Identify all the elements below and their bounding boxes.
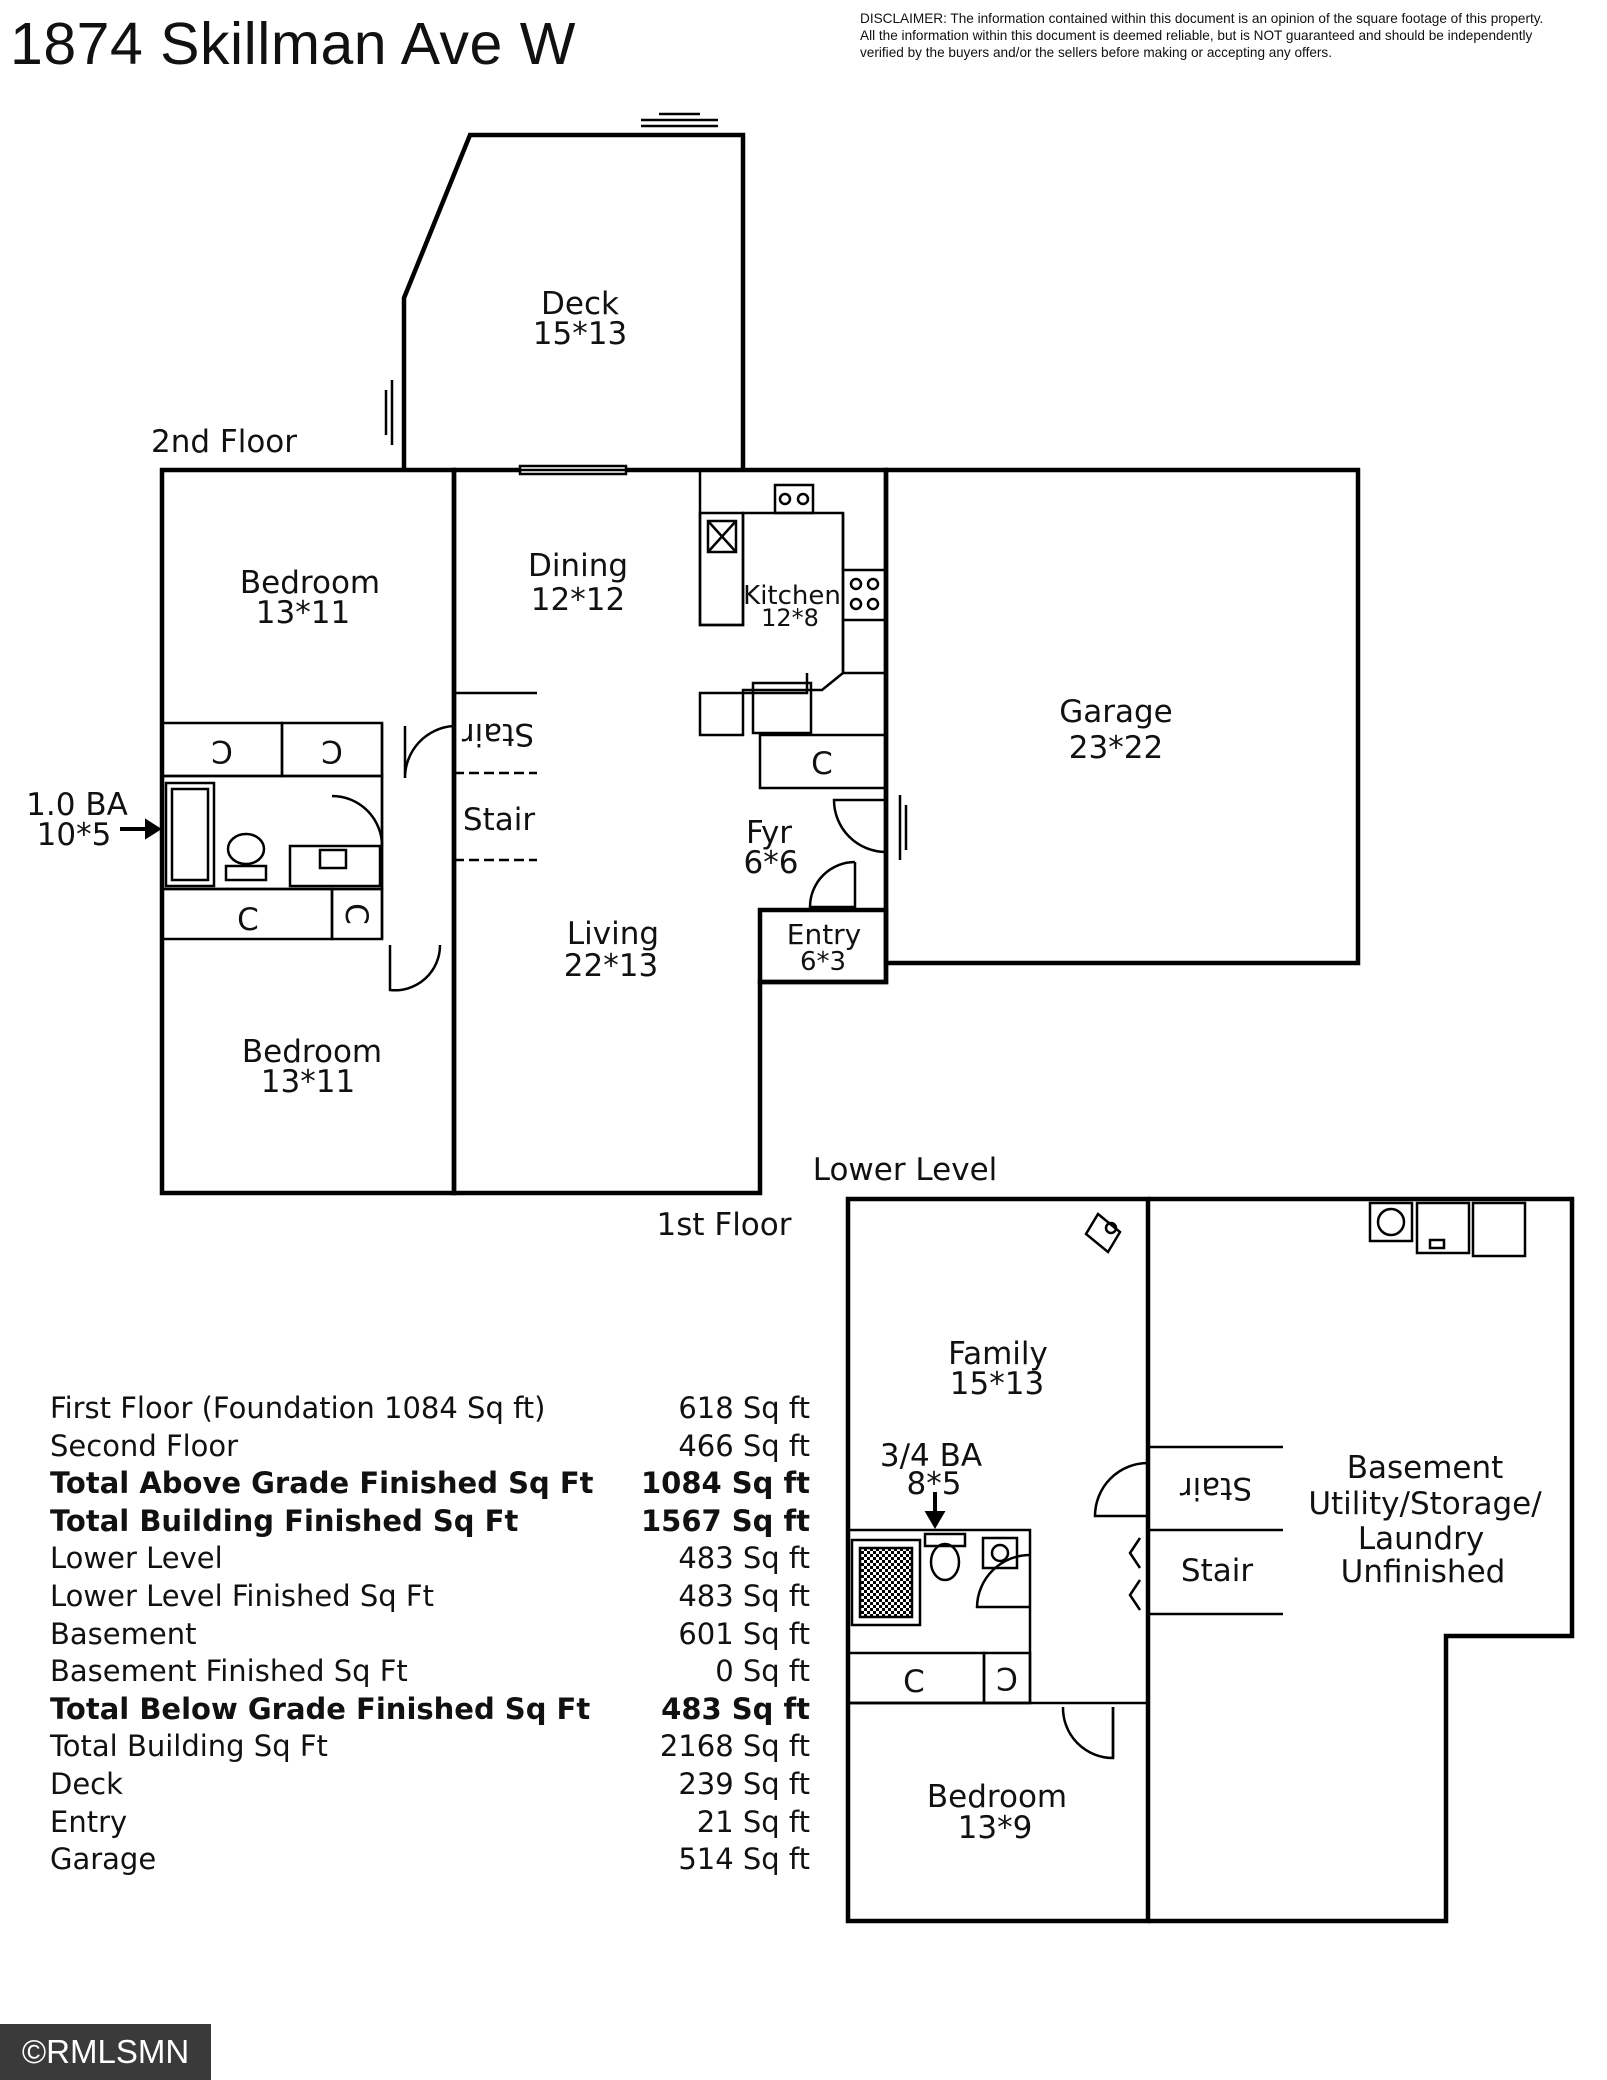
area-value: 601 Sq ft [678,1616,810,1651]
area-value: 0 Sq ft [715,1654,810,1689]
closet-mark: C [996,1660,1018,1696]
area-label: First Floor (Foundation 1084 Sq ft) [50,1391,546,1425]
basement-outline [1148,1196,1575,1924]
area-row: Total Above Grade Finished Sq Ft 1084 Sq … [50,1465,810,1503]
area-label: Basement [50,1616,197,1651]
room-name-garage: Garage [1059,694,1173,730]
area-value: 239 Sq ft [678,1766,810,1801]
area-row: Total Below Grade Finished Sq Ft 483 Sq f… [50,1691,810,1729]
area-row: Basement Finished Sq Ft 0 Sq ft [50,1653,810,1691]
area-value: 466 Sq ft [678,1428,810,1463]
room-size-dining: 12*12 [531,582,625,618]
room-basement-line-3: Laundry [1358,1521,1484,1557]
room-size-garage: 23*22 [1069,730,1163,766]
closet-mark: C [211,733,233,769]
area-value: 483 Sq ft [678,1541,810,1576]
area-label: Deck [50,1766,123,1801]
room-size-foyer: 6*6 [744,845,799,881]
area-label: Total Above Grade Finished Sq Ft [50,1466,594,1501]
floor-label-second: 2nd Floor [151,424,297,460]
closet-mark: C [338,903,374,925]
room-size-living: 22*13 [564,948,658,984]
area-label: Entry [50,1804,128,1839]
area-label: Total Building Finished Sq Ft [50,1503,519,1538]
closet-mark: C [811,746,833,782]
room-size-bedroom-ll: 13*9 [958,1810,1033,1846]
disclaimer-line: All the information within this document… [860,28,1533,43]
room-size-bath-main: 10*5 [37,817,112,853]
room-name-family: Family [948,1336,1048,1372]
room-basement-line-2: Utility/Storage/ [1308,1486,1542,1522]
area-row: Basement 601 Sq ft [50,1616,810,1654]
closet-mark: C [237,902,259,938]
room-name-living: Living [567,916,659,952]
room-name-entry: Entry [787,918,862,951]
area-row: First Floor (Foundation 1084 Sq ft) 618 S… [50,1390,810,1428]
area-value: 483 Sq ft [661,1691,810,1726]
room-size-family: 15*13 [950,1366,1044,1402]
room-name-bedroom-upper: Bedroom [240,565,380,601]
room-name-bath-lower: 3/4 BA [880,1438,982,1474]
room-name-kitchen: Kitchen [743,581,841,611]
room-size-bedroom-upper: 13*11 [256,595,350,631]
deck-outline [401,132,746,470]
area-row: Total Building Finished Sq Ft 1567 Sq ft [50,1503,810,1541]
stair-label: Stair [1181,1553,1253,1589]
room-name-bedroom-ll: Bedroom [927,1779,1067,1815]
floor-label-lower: Lower Level [813,1152,998,1188]
closet-mark: C [321,733,343,769]
room-size-bath-lower: 8*5 [907,1466,962,1502]
area-label: Total Below Grade Finished Sq Ft [50,1691,591,1726]
room-basement-line-4: Unfinished [1341,1554,1506,1590]
room-basement-line-1: Basement [1347,1450,1504,1486]
area-row: Lower Level Finished Sq Ft 483 Sq ft [50,1578,810,1616]
watermark: ©RMLSMN [0,2024,211,2080]
disclaimer-line: verified by the buyers and/or the seller… [860,45,1333,60]
garage-outline [883,467,1361,966]
area-summary-table: First Floor (Foundation 1084 Sq ft) 618 S… [50,1390,810,1879]
entry-outline [757,907,889,985]
area-value: 1567 Sq ft [640,1503,810,1538]
area-value: 2168 Sq ft [659,1729,810,1764]
area-value: 1084 Sq ft [640,1466,810,1501]
room-size-deck: 15*13 [533,316,627,352]
area-value: 483 Sq ft [678,1578,810,1613]
stair-label-flipped: Stair [462,716,534,752]
stair-label: Stair [463,802,535,838]
room-name-foyer: Fyr [746,815,792,851]
area-value: 21 Sq ft [696,1804,810,1839]
room-name-bath-main: 1.0 BA [26,787,128,823]
floor-label-first: 1st Floor [656,1207,791,1243]
area-label: Second Floor [50,1428,239,1463]
area-value: 618 Sq ft [678,1391,810,1425]
area-label: Total Building Sq Ft [50,1729,328,1764]
area-row: Entry 21 Sq ft [50,1804,810,1842]
disclaimer: DISCLAIMER: The information contained wi… [860,10,1600,61]
area-row: Deck 239 Sq ft [50,1766,810,1804]
area-row: Lower Level 483 Sq ft [50,1540,810,1578]
area-label: Lower Level Finished Sq Ft [50,1578,434,1613]
room-name-dining: Dining [528,548,628,584]
room-size-bedroom-lower: 13*11 [261,1064,355,1100]
area-row: Garage 514 Sq ft [50,1841,810,1879]
room-size-entry: 6*3 [800,947,846,977]
page-title: 1874 Skillman Ave W [10,11,576,77]
closet-mark: C [903,1664,925,1700]
disclaimer-line: DISCLAIMER: The information contained wi… [860,11,1544,26]
area-label: Basement Finished Sq Ft [50,1654,408,1689]
room-name-bedroom-lower: Bedroom [242,1034,382,1070]
area-row: Total Building Sq Ft 2168 Sq ft [50,1728,810,1766]
room-size-kitchen: 12*8 [761,604,819,632]
stair-label-flipped: Stair [1180,1470,1252,1506]
area-label: Garage [50,1842,157,1877]
area-label: Lower Level [50,1541,223,1576]
area-value: 514 Sq ft [678,1842,810,1877]
area-row: Second Floor 466 Sq ft [50,1428,810,1466]
room-name-deck: Deck [541,286,619,322]
